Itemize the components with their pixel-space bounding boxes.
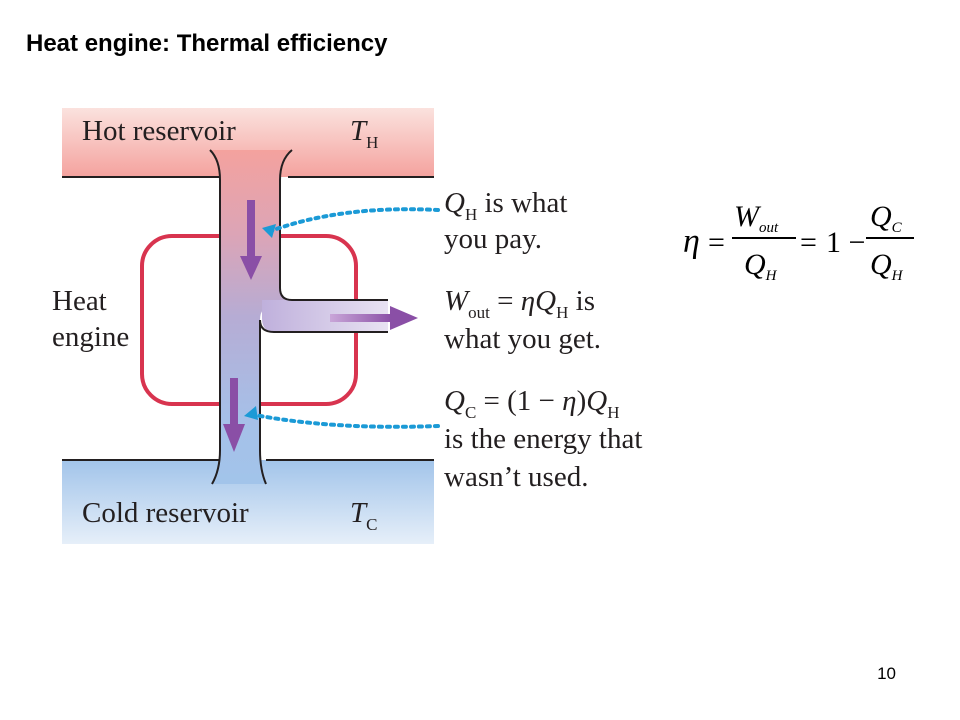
w-annotation-line1: Wout = ηQH is	[444, 285, 595, 322]
hot-reservoir-label: Hot reservoir	[82, 115, 236, 147]
eq-one-minus: 1 −	[826, 226, 865, 259]
qh-pointer	[262, 207, 440, 238]
cold-reservoir-label: Cold reservoir	[82, 497, 249, 529]
qc-annotation-line3: wasn’t used.	[444, 461, 588, 493]
heat-in-arrow	[240, 200, 262, 280]
hot-temp-label: TH	[350, 115, 378, 152]
efficiency-equation: η = Wout QH = 1 − QC QH	[683, 200, 914, 284]
eq-equals-2: =	[800, 226, 817, 259]
eq-den1: QH	[744, 248, 778, 284]
eq-den2: QH	[870, 248, 904, 284]
engine-label-line2: engine	[52, 321, 129, 353]
w-annotation-line2: what you get.	[444, 323, 601, 355]
slide-title: Heat engine: Thermal efficiency	[26, 30, 388, 57]
cold-temp-label: TC	[350, 497, 377, 534]
heat-out-arrow	[223, 378, 245, 452]
qc-annotation-line2: is the energy that	[444, 423, 642, 455]
eq-num2: QC	[870, 200, 903, 236]
eq-num1: Wout	[734, 200, 779, 236]
eq-equals-1: =	[708, 226, 725, 259]
eq-eta: η	[683, 223, 700, 260]
qc-annotation-line1: QC = (1 − η)QH	[444, 385, 619, 422]
qh-annotation-line2: you pay.	[444, 223, 542, 255]
qc-pointer	[244, 406, 440, 429]
qh-annotation-line1: QH is what	[444, 187, 567, 224]
work-out-arrow	[330, 306, 418, 330]
engine-label-line1: Heat	[52, 285, 107, 317]
page-number: 10	[877, 664, 896, 683]
